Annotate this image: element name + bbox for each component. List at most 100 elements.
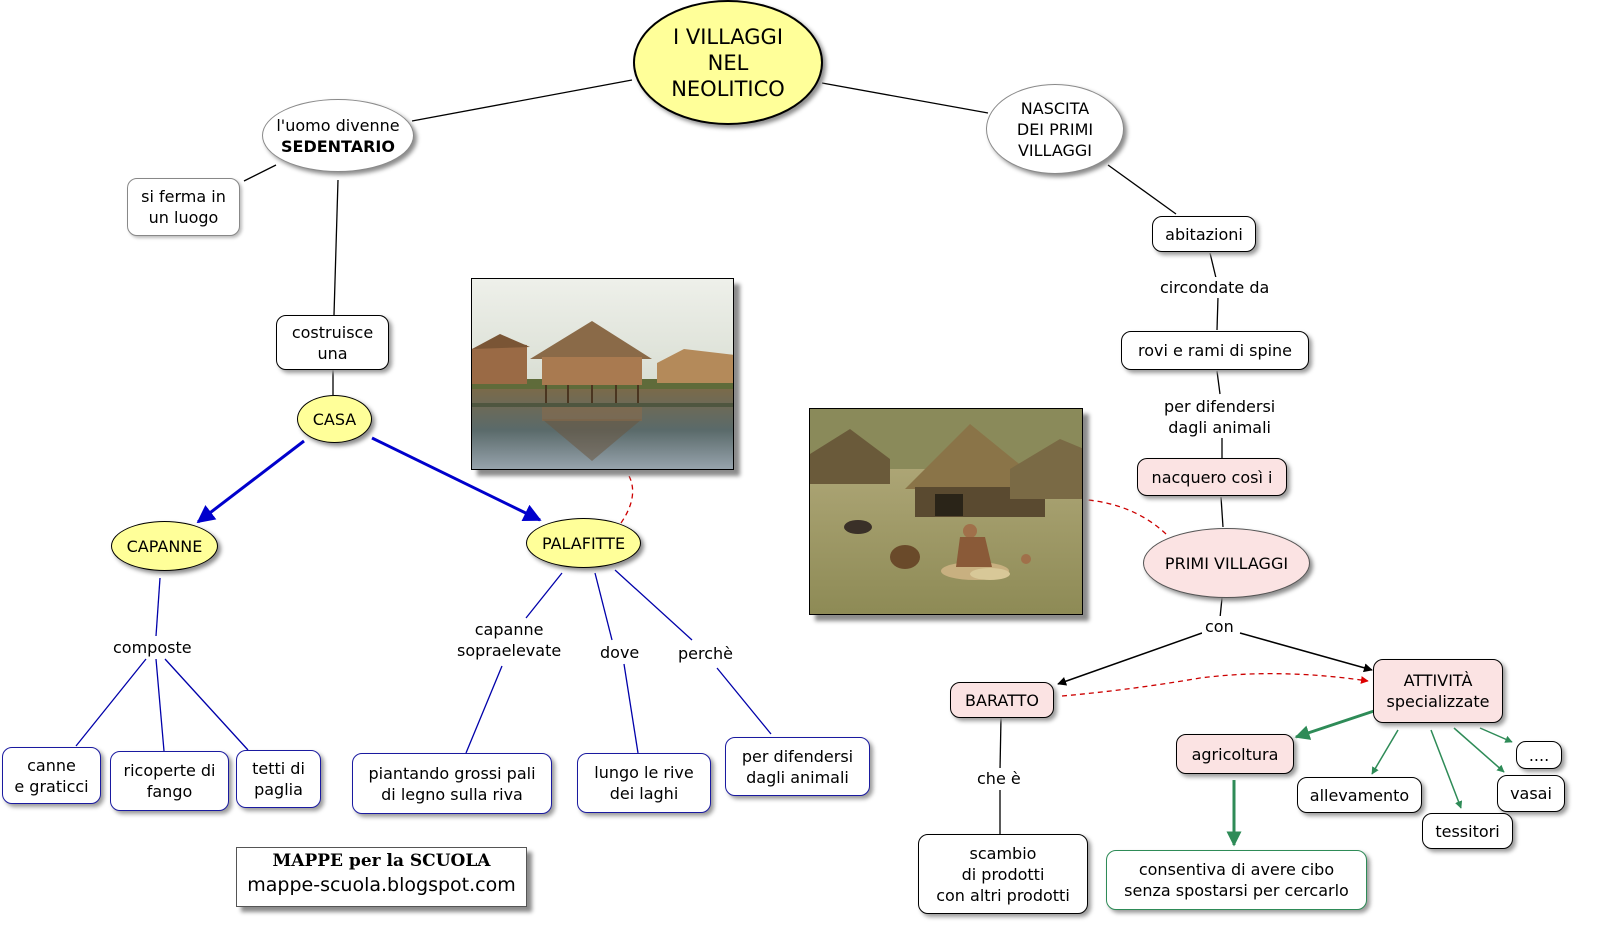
primi-villaggi-text: PRIMI VILLAGGI xyxy=(1164,553,1289,573)
vasai-node[interactable]: vasai xyxy=(1497,775,1565,812)
link-baratto-chee xyxy=(999,717,1002,771)
link-label-che-e: che è xyxy=(974,768,1024,789)
link-circondate-rovi xyxy=(1216,296,1219,331)
abitazioni-node[interactable]: abitazioni xyxy=(1152,216,1256,252)
consentiva-node[interactable]: consentiva di avere cibo senza spostarsi… xyxy=(1106,850,1367,910)
dashed-link-palafitte-photo xyxy=(620,473,634,524)
link-title-sedentario xyxy=(411,79,633,122)
link-title-nascita xyxy=(821,82,989,114)
link-label-composte: composte xyxy=(110,637,195,658)
abitazioni-text: abitazioni xyxy=(1165,224,1243,244)
link-sedentario-siferma xyxy=(243,164,277,182)
difendersi-node[interactable]: per difendersi dagli animali xyxy=(725,737,870,796)
title-text: I VILLAGGI NEL NEOLITICO xyxy=(671,24,785,101)
rovi-text: rovi e rami di spine xyxy=(1137,341,1293,360)
sedentario-node[interactable]: l'uomo divenne SEDENTARIO xyxy=(262,99,414,172)
arrow-con-attivita xyxy=(1239,632,1373,673)
arrow-casa-palafitte xyxy=(371,436,542,522)
sedentario-text: l'uomo divenne xyxy=(276,115,400,135)
fango-text: ricoperte di fango xyxy=(123,761,216,801)
link-primi-con xyxy=(1219,597,1223,619)
scambio-node[interactable]: scambio di prodotti con altri prodotti xyxy=(918,834,1088,914)
palafitte-photo xyxy=(471,278,734,470)
link-composte-fango xyxy=(155,658,165,752)
canne-text: canne e graticci xyxy=(14,755,89,796)
link-dove-lungo xyxy=(623,663,639,754)
rovi-node[interactable]: rovi e rami di spine xyxy=(1121,331,1309,370)
casa-text: CASA xyxy=(312,409,357,429)
palafitte-text: PALAFITTE xyxy=(541,533,626,553)
si-ferma-node[interactable]: si ferma in un luogo xyxy=(127,178,240,236)
casa-node[interactable]: CASA xyxy=(297,395,372,443)
lungo-node[interactable]: lungo le rive dei laghi xyxy=(577,753,711,813)
primi-villaggi-node[interactable]: PRIMI VILLAGGI xyxy=(1143,528,1310,598)
agricoltura-node[interactable]: agricoltura xyxy=(1176,734,1294,774)
arrow-attivita-vasai xyxy=(1453,727,1505,773)
link-palafitte-sopraelevate xyxy=(525,572,563,619)
title-node[interactable]: I VILLAGGI NEL NEOLITICO xyxy=(633,0,823,125)
attivita-text: ATTIVITÀ specializzate xyxy=(1386,671,1490,711)
puntini-text: .... xyxy=(1528,745,1550,765)
capanne-text: CAPANNE xyxy=(126,536,203,556)
link-sopraelevate-piantando xyxy=(465,665,503,754)
link-palafitte-dove xyxy=(594,572,613,641)
costruisce-node[interactable]: costruisce una xyxy=(276,315,389,370)
link-label-capanne-sopraelevate: capanne sopraelevate xyxy=(454,619,565,661)
arrow-attivita-agricoltura xyxy=(1294,709,1375,740)
stilt-houses-image xyxy=(472,279,733,469)
link-label-dove: dove xyxy=(597,642,643,663)
arrow-attivita-puntini xyxy=(1479,727,1513,743)
fango-node[interactable]: ricoperte di fango xyxy=(110,751,229,811)
sedentario-bold-text: SEDENTARIO xyxy=(281,136,395,156)
baratto-node[interactable]: BARATTO xyxy=(950,682,1054,718)
village-photo xyxy=(809,408,1083,615)
link-capanne-composte xyxy=(155,577,161,637)
tetti-text: tetti di paglia xyxy=(252,759,305,799)
credit-title: MAPPE per la SCUOLA xyxy=(272,851,491,871)
link-composte-tetti xyxy=(164,658,249,751)
scambio-text: scambio di prodotti con altri prodotti xyxy=(936,843,1070,905)
link-label-circondate: circondate da xyxy=(1157,277,1273,298)
costruisce-text: costruisce una xyxy=(291,322,374,363)
puntini-node[interactable]: .... xyxy=(1516,741,1562,769)
credit-url: mappe-scuola.blogspot.com xyxy=(247,874,516,896)
nascita-node[interactable]: NASCITA DEI PRIMI VILLAGGI xyxy=(986,84,1124,174)
consentiva-text: consentiva di avere cibo senza spostarsi… xyxy=(1124,860,1349,900)
canne-node[interactable]: canne e graticci xyxy=(2,747,101,804)
arrow-casa-capanne xyxy=(196,439,305,524)
link-rovi-difendersi xyxy=(1216,370,1221,395)
tessitori-node[interactable]: tessitori xyxy=(1422,813,1513,849)
nascita-text: NASCITA DEI PRIMI VILLAGGI xyxy=(1016,98,1094,160)
arrow-attivita-allevamento xyxy=(1371,729,1399,775)
dashed-link-villaggi-photo xyxy=(1087,499,1167,535)
link-label-perche: perchè xyxy=(675,643,737,664)
piantando-text: piantando grossi pali di legno sulla riv… xyxy=(368,763,536,804)
link-palafitte-perche xyxy=(614,569,693,641)
piantando-node[interactable]: piantando grossi pali di legno sulla riv… xyxy=(352,753,552,814)
link-sedentario-costruisce xyxy=(333,179,339,316)
baratto-text: BARATTO xyxy=(965,690,1039,710)
si-ferma-text: si ferma in un luogo xyxy=(141,187,226,227)
attivita-node[interactable]: ATTIVITÀ specializzate xyxy=(1373,659,1503,723)
link-abitazioni-circondate xyxy=(1209,252,1217,279)
link-composte-canne xyxy=(75,658,147,747)
capanne-node[interactable]: CAPANNE xyxy=(111,521,218,571)
palafitte-node[interactable]: PALAFITTE xyxy=(526,518,641,568)
dashed-arrow-baratto-attivita xyxy=(1061,673,1369,697)
link-label-con: con xyxy=(1202,616,1237,637)
allevamento-node[interactable]: allevamento xyxy=(1297,777,1422,813)
allevamento-text: allevamento xyxy=(1309,785,1410,805)
nacquero-text: nacquero così i xyxy=(1151,467,1273,487)
vasai-text: vasai xyxy=(1510,784,1552,803)
link-nascita-abitazioni xyxy=(1107,164,1177,215)
link-nacquero-primi xyxy=(1220,496,1224,528)
tessitori-text: tessitori xyxy=(1435,821,1500,841)
agricoltura-text: agricoltura xyxy=(1191,744,1279,764)
credit-box: MAPPE per la SCUOLA mappe-scuola.blogspo… xyxy=(236,847,527,907)
link-label-per-difendersi: per difendersi dagli animali xyxy=(1161,396,1279,438)
tetti-node[interactable]: tetti di paglia xyxy=(236,750,321,808)
neolithic-village-image xyxy=(810,409,1082,614)
arrow-attivita-tessitori xyxy=(1430,729,1463,809)
nacquero-node[interactable]: nacquero così i xyxy=(1137,458,1287,496)
